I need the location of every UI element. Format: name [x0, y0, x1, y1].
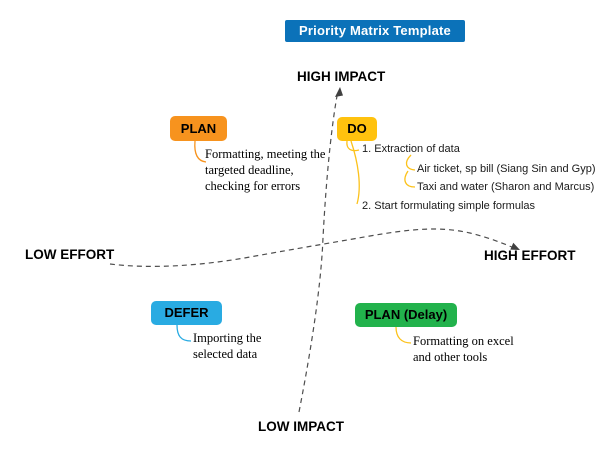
do-list-item-1: 1. Extraction of data — [362, 143, 460, 155]
note-line: and other tools — [413, 350, 488, 364]
do-sub1-connector — [405, 154, 416, 171]
do-list-subitem-1: Air ticket, sp bill (Siang Sin and Gyp) — [417, 163, 596, 175]
do-sub2-connector — [404, 170, 416, 188]
axis-label-low-effort: LOW EFFORT — [25, 247, 115, 262]
do-list-subitem-2: Taxi and water (Sharon and Marcus) — [417, 181, 595, 193]
defer-note-connector — [176, 324, 192, 342]
plan-delay-note-connector — [395, 326, 412, 344]
plan-note: Formatting, meeting the targeted deadlin… — [205, 146, 325, 194]
note-line: Formatting on excel — [413, 334, 514, 348]
note-line: Importing the — [193, 331, 262, 345]
note-line: targeted deadline, — [205, 163, 294, 177]
diagram-title: Priority Matrix Template — [285, 20, 465, 42]
note-line: checking for errors — [205, 179, 301, 193]
do-list-item-2: 2. Start formulating simple formulas — [362, 200, 536, 212]
axis-label-high-impact: HIGH IMPACT — [297, 69, 386, 84]
axis-label-low-impact: LOW IMPACT — [258, 419, 344, 434]
defer-note: Importing the selected data — [193, 330, 261, 362]
axis-label-high-effort: HIGH EFFORT — [484, 248, 576, 263]
do-item1-connector — [346, 140, 360, 152]
quadrant-box-do: DO — [337, 117, 377, 141]
impact-axis-line — [298, 95, 338, 413]
plan-note-connector — [194, 140, 207, 163]
quadrant-box-plan: PLAN — [170, 116, 227, 141]
note-line: selected data — [193, 347, 258, 361]
quadrant-box-plan-delay: PLAN (Delay) — [355, 303, 457, 327]
impact-axis-arrowhead — [335, 87, 343, 97]
note-line: Formatting, meeting the — [205, 147, 326, 161]
effort-axis-arrowhead — [510, 242, 520, 250]
plan-delay-note: Formatting on excel and other tools — [413, 333, 514, 365]
quadrant-box-defer: DEFER — [151, 301, 222, 325]
effort-axis-line — [109, 228, 515, 268]
do-item2-connector — [350, 140, 360, 205]
